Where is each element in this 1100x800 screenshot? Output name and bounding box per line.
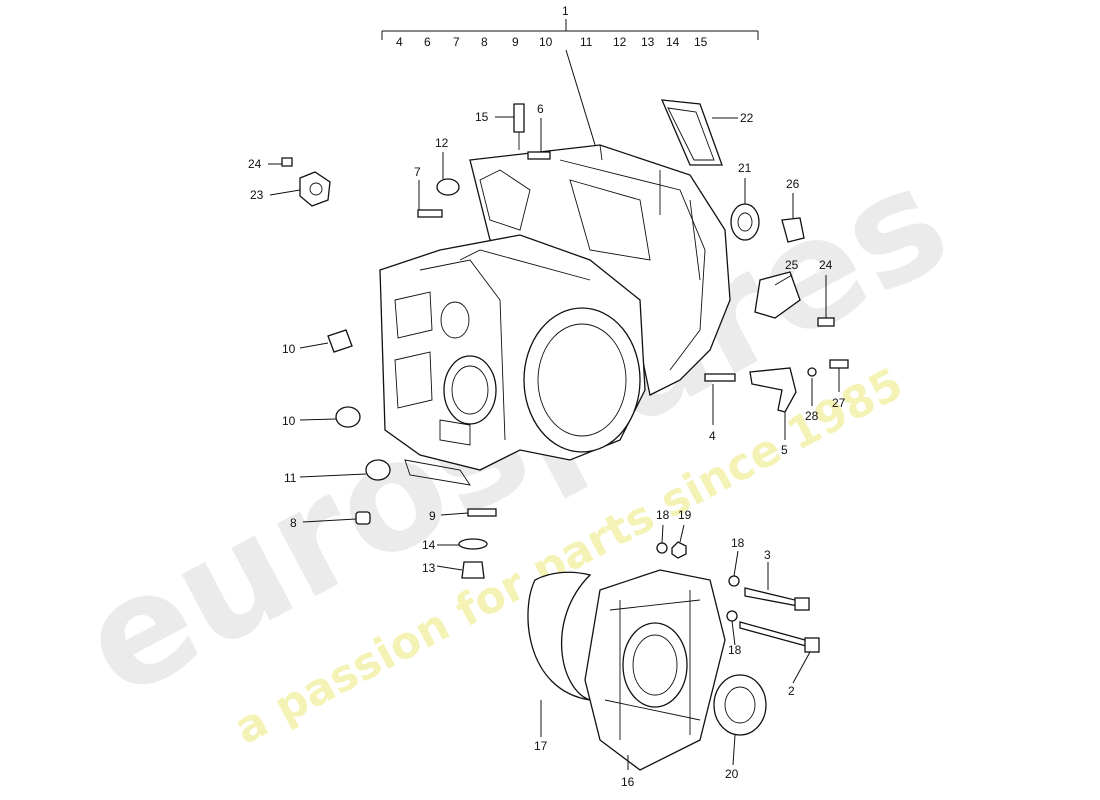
group-bracket: 1 4 6 7 8 9 10 11 12 13 14 15 <box>381 4 759 149</box>
callout-labels: 15 6 12 7 24 23 22 21 26 25 24 10 10 11 … <box>248 102 846 789</box>
callout-9: 9 <box>429 509 436 523</box>
callout-24-left: 24 <box>248 157 262 171</box>
callout-20: 20 <box>725 767 739 781</box>
group-item: 11 <box>580 35 593 49</box>
group-item: 6 <box>424 35 431 49</box>
group-item: 12 <box>613 35 627 49</box>
callout-4: 4 <box>709 429 716 443</box>
callout-5: 5 <box>781 443 788 457</box>
callout-23: 23 <box>250 188 264 202</box>
callout-14: 14 <box>422 538 436 552</box>
callout-21: 21 <box>738 161 752 175</box>
callout-10-bottom: 10 <box>282 414 296 428</box>
callout-28: 28 <box>805 409 819 423</box>
transmission-housing <box>379 103 731 486</box>
callout-8: 8 <box>290 516 297 530</box>
callout-25: 25 <box>785 258 799 272</box>
group-item: 13 <box>641 35 655 49</box>
group-item: 10 <box>539 35 553 49</box>
group-item: 14 <box>666 35 680 49</box>
callout-17: 17 <box>534 739 548 753</box>
group-item: 15 <box>694 35 708 49</box>
callout-2: 2 <box>788 684 795 698</box>
callout-24-right: 24 <box>819 258 833 272</box>
callout-13: 13 <box>422 561 436 575</box>
callout-6: 6 <box>537 102 544 116</box>
callout-18-top: 18 <box>656 508 670 522</box>
group-item: 4 <box>396 35 403 49</box>
callout-22: 22 <box>740 111 754 125</box>
group-item: 8 <box>481 35 488 49</box>
callout-26: 26 <box>786 177 800 191</box>
group-label: 1 <box>562 4 569 18</box>
group-item: 9 <box>512 35 519 49</box>
callout-16: 16 <box>621 775 635 789</box>
callout-7: 7 <box>414 165 421 179</box>
callout-18-mid: 18 <box>731 536 745 550</box>
callout-3: 3 <box>764 548 771 562</box>
group-item: 7 <box>453 35 460 49</box>
callout-11: 11 <box>284 471 297 485</box>
callout-15: 15 <box>475 110 489 124</box>
callout-12: 12 <box>435 136 449 150</box>
callout-27: 27 <box>832 396 846 410</box>
callout-10-top: 10 <box>282 342 296 356</box>
small-parts <box>281 99 849 771</box>
leader-lines <box>268 116 840 770</box>
callout-18-low: 18 <box>728 643 742 657</box>
callout-19: 19 <box>678 508 692 522</box>
